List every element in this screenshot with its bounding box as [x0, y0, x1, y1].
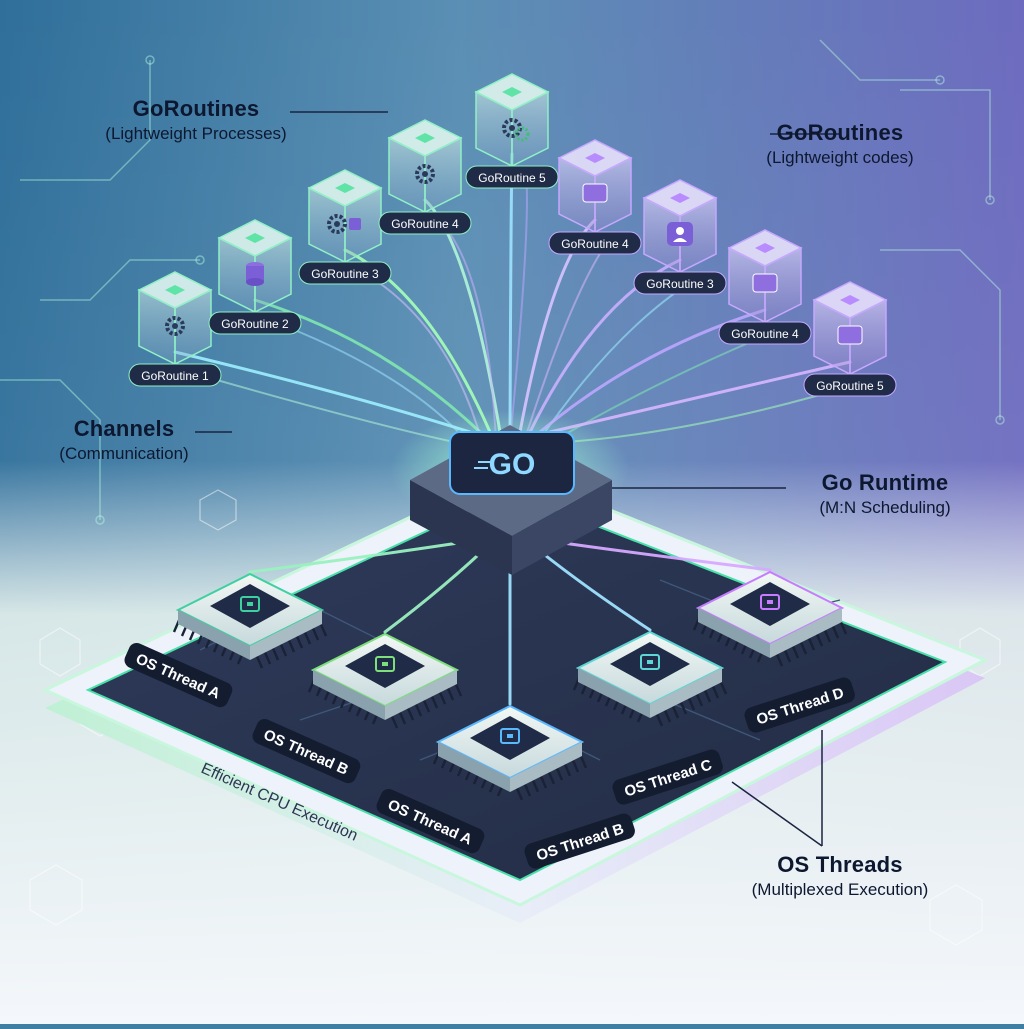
callout-channels-subtitle: (Communication) — [44, 444, 204, 464]
callout-goroutines-right-title: GoRoutines — [740, 120, 940, 146]
goroutine-cube: GoRoutine 4 — [379, 120, 471, 234]
goroutine-label: GoRoutine 3 — [311, 267, 379, 281]
goroutine-label: GoRoutine 5 — [816, 379, 884, 393]
callout-goroutines-left-title: GoRoutines — [96, 96, 296, 122]
goroutine-cube: GoRoutine 4 — [719, 230, 811, 344]
callout-goroutines-left-subtitle: (Lightweight Processes) — [96, 124, 296, 144]
goroutine-cube: GoRoutine 2 — [209, 220, 301, 334]
callout-threads: OS Threads (Multiplexed Execution) — [730, 852, 950, 900]
callout-runtime: Go Runtime (M:N Scheduling) — [790, 470, 980, 518]
goroutine-label: GoRoutine 5 — [478, 171, 546, 185]
goroutine-cube: GoRoutine 3 — [299, 170, 391, 284]
goroutine-label: GoRoutine 1 — [141, 369, 209, 383]
callout-threads-subtitle: (Multiplexed Execution) — [730, 880, 950, 900]
callout-goroutines-left: GoRoutines (Lightweight Processes) — [96, 96, 296, 144]
callout-runtime-title: Go Runtime — [790, 470, 980, 496]
goroutine-cube: GoRoutine 3 — [634, 180, 726, 294]
chat-icon — [583, 184, 607, 202]
goroutine-label: GoRoutine 2 — [221, 317, 289, 331]
goroutine-label: GoRoutine 3 — [646, 277, 714, 291]
go-logo-text: GO — [489, 448, 536, 481]
goroutine-cube: GoRoutine 1 — [129, 272, 221, 386]
callout-channels-title: Channels — [44, 416, 204, 442]
user-icon — [667, 222, 693, 246]
callout-goroutines-right-subtitle: (Lightweight codes) — [740, 148, 940, 168]
callout-runtime-subtitle: (M:N Scheduling) — [790, 498, 980, 518]
database-icon — [246, 262, 264, 286]
callout-threads-title: OS Threads — [730, 852, 950, 878]
goroutine-cube: GoRoutine 5 — [466, 74, 558, 188]
goroutine-label: GoRoutine 4 — [391, 217, 459, 231]
goroutine-cube: GoRoutine 5 — [804, 282, 896, 396]
callout-channels: Channels (Communication) — [44, 416, 204, 464]
callout-goroutines-right: GoRoutines (Lightweight codes) — [740, 120, 940, 168]
goroutine-cube: GoRoutine 4 — [549, 140, 641, 254]
mail-icon — [838, 326, 862, 344]
goroutine-label: GoRoutine 4 — [731, 327, 799, 341]
chat-icon — [753, 274, 777, 292]
goroutine-label: GoRoutine 4 — [561, 237, 629, 251]
